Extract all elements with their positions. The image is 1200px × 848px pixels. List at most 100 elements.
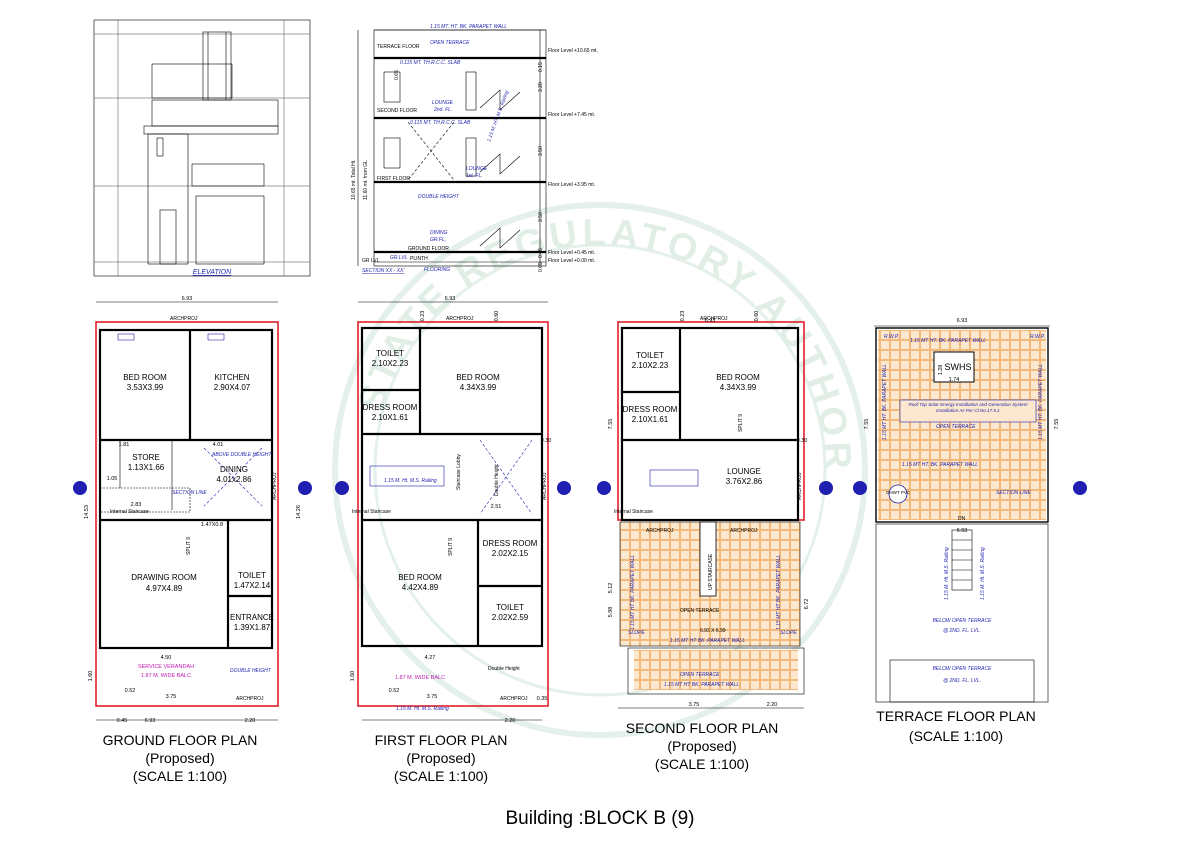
- section-room-6: DINING: [430, 230, 448, 236]
- sf-dim-8: 0.60: [754, 311, 760, 322]
- tf-dim-3: 7.55: [1054, 419, 1060, 430]
- gf-width-dim: 6.93: [182, 296, 193, 302]
- ff-double-height-2: Double Height: [488, 666, 520, 672]
- section-height-4: 3.50: [538, 212, 544, 222]
- ff-status: (Proposed): [406, 750, 475, 766]
- tf-solar-note: Roof Top Solar Energy Installation and G…: [908, 402, 1028, 413]
- section-height-5: 0.45: [538, 248, 544, 258]
- gf-internal-staircase: Internal Staircase: [110, 509, 149, 515]
- section-railing: 1.15 M. HT. M.S. Railing: [486, 90, 510, 143]
- sf-open-terrace-size: 6.93 X 6.99: [700, 628, 726, 634]
- gf-dim-4: 2.20: [245, 718, 256, 724]
- ff-section-marker-right: [557, 481, 571, 495]
- gf-dim-1: 14.53: [84, 505, 90, 519]
- section-room-4: 1st. FL.: [466, 173, 483, 179]
- section-level-4: Floor Level +0.00 mt.: [548, 258, 595, 264]
- gf-section-marker-left: [73, 481, 87, 495]
- section-label: SECTION XX - XX': [362, 268, 405, 274]
- sf-room-3-size: 3.76X2.86: [726, 477, 763, 486]
- sf-staircase-block: [699, 521, 717, 597]
- gf-archproj-side: ARCHPROJ: [272, 472, 278, 500]
- sf-archproj-side: ARCHPROJ: [797, 472, 803, 500]
- gf-dim-8: 1.47X0.8: [201, 522, 223, 528]
- tf-parapet-mid: 1.15 MT HT. BK. PARAPET WALL: [902, 462, 978, 468]
- sf-archproj-1: ARCHPROJ: [646, 528, 674, 534]
- gf-room-0-name: BED ROOM: [123, 373, 167, 382]
- tf-below-2: BELOW OPEN TERRACE: [933, 666, 993, 672]
- section-slab-2: 0.115 MT. TH.R.C.C. SLAB: [410, 120, 471, 126]
- ff-archproj-top: ARCHPROJ: [446, 316, 474, 322]
- gf-room-6-name: ENTRANCE: [230, 613, 274, 622]
- sf-room-2-name: DRESS ROOM: [623, 405, 678, 414]
- section-room-5: DOUBLE HEIGHT: [418, 194, 460, 200]
- sf-parapet-right: 1.15 MT HT BK. PARAPET WALL: [776, 555, 782, 630]
- gf-status: (Proposed): [145, 750, 214, 766]
- gf-dim-9: 0.45: [117, 718, 128, 724]
- gf-dim-6: 1.60: [88, 671, 94, 682]
- ff-dim-4: 2.20: [505, 718, 516, 724]
- tf-swhs-dim-0: 1.74: [949, 377, 960, 383]
- ff-dim-3: 3.75: [427, 694, 438, 700]
- elevation-label: ELEVATION: [193, 269, 232, 276]
- tf-rwp-1: R.W.P.: [884, 334, 899, 340]
- sf-dim-4: 6.72: [804, 599, 810, 610]
- ff-railing-inner: 1.15 M. Ht. M.S. Railing: [384, 478, 437, 484]
- elevation-drawing: ELEVATION: [93, 19, 311, 277]
- section-height-3: 3.50: [538, 146, 544, 156]
- sf-internal-staircase: Internal Staircase: [614, 509, 653, 515]
- ff-section-marker-left: [335, 481, 349, 495]
- ff-room-3-size: 4.42X4.89: [402, 583, 439, 592]
- section-level-1: Floor Level +7.45 mt.: [548, 112, 595, 118]
- ff-room-4-size: 2.02X2.15: [492, 549, 529, 558]
- section-floor-1: SECOND FLOOR: [377, 108, 417, 114]
- ff-archproj-bottom: ARCHPROJ: [500, 696, 528, 702]
- sf-room-3-name: LOUNGE: [727, 467, 761, 476]
- tf-solar-note-box: [899, 399, 1037, 423]
- second-floor-plan: ARCHPROJ TOILET 2.10X2.23 BED ROOM 4.34X…: [597, 311, 833, 772]
- ff-dim-10: 1.60: [350, 671, 356, 682]
- ff-room-4-name: DRESS ROOM: [483, 539, 538, 548]
- ff-room-5-size: 2.02X2.59: [492, 613, 529, 622]
- sf-dim-0: 7.55: [608, 419, 614, 430]
- tf-section-line: SECTION LINE: [996, 490, 1031, 496]
- tf-swhs: SWHS: [945, 362, 972, 372]
- section-room-3: LOUNGE: [466, 166, 488, 172]
- ff-dim-9: 0.52: [389, 688, 400, 694]
- ff-double-height: Double Height: [494, 464, 500, 496]
- ff-room-2-size: 2.10X1.61: [372, 413, 409, 422]
- ff-dim-1: 2.51: [491, 504, 502, 510]
- section-height-0: 0.15: [538, 62, 544, 72]
- sf-title: SECOND FLOOR PLAN: [626, 720, 778, 736]
- sf-parapet-bottom: 1.15 MT HT BK. PARAPET WALL: [664, 682, 739, 688]
- gf-room-5-name: TOILET: [238, 571, 266, 580]
- gf-section-marker-right: [298, 481, 312, 495]
- section-floor-3: GROUND FLOOR: [408, 246, 449, 252]
- section-room-2: 2nd. FL.: [433, 107, 452, 113]
- gf-room-1-name: KITCHEN: [214, 373, 249, 382]
- sf-open-terrace: OPEN TERRACE: [680, 608, 720, 614]
- sf-dim-9: 0.30: [797, 438, 808, 444]
- gf-dim-0: 6.93: [145, 718, 156, 724]
- section-room-0: OPEN TERRACE: [430, 40, 470, 46]
- sf-dim-7: 0.23: [680, 311, 686, 322]
- ff-dim-8: 0.35: [537, 696, 548, 702]
- section-flooring: FLOORING: [424, 267, 450, 273]
- tf-section-marker-left: [853, 481, 867, 495]
- section-gr-lvl: GR LVL: [362, 258, 380, 264]
- ff-scale: (SCALE 1:100): [394, 768, 488, 784]
- gf-double-height: DOUBLE HEIGHT: [230, 668, 272, 674]
- sf-room-1-size: 4.34X3.99: [720, 383, 757, 392]
- sf-dim-1: 6.93: [705, 318, 716, 324]
- sf-parapet-mid: 1.15 MT HT BK. PARAPET WALL: [670, 638, 745, 644]
- sf-slope-right: SLOPE: [780, 630, 797, 636]
- gf-section-line: SECTION LINE: [172, 490, 207, 496]
- sf-split: SPLIT 9: [738, 414, 744, 432]
- ff-title: FIRST FLOOR PLAN: [375, 732, 508, 748]
- tf-below-2-lvl: @ 2ND. FL. LVL.: [943, 678, 981, 684]
- terrace-floor-plan: 6.93 SWHS 1.74 1.28 Roof Top Solar Energ…: [853, 318, 1087, 744]
- sf-dim-2: 5.12: [608, 583, 614, 594]
- ff-dim-7: 0.30: [541, 438, 552, 444]
- ff-room-2-name: DRESS ROOM: [363, 403, 418, 412]
- sf-room-2-size: 2.10X1.61: [632, 415, 669, 424]
- ff-dim-2: 4.27: [425, 655, 436, 661]
